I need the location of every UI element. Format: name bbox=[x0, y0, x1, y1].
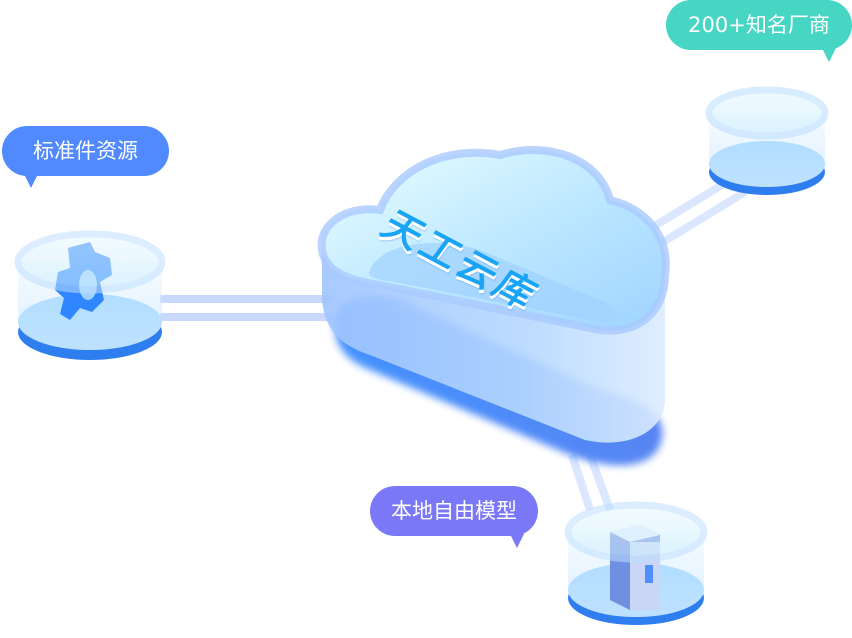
database-cylinder-icon bbox=[705, 86, 829, 195]
bubble-tail bbox=[822, 48, 836, 62]
label-local: 本地自由模型 bbox=[391, 499, 517, 523]
label-vendors: 200+知名厂商 bbox=[688, 13, 830, 37]
cloud-icon bbox=[317, 146, 670, 466]
node-standard[interactable] bbox=[14, 230, 166, 360]
bubble-tail bbox=[510, 534, 524, 548]
bubble-tail bbox=[24, 174, 38, 188]
node-local[interactable] bbox=[564, 501, 708, 625]
cloud-hub[interactable] bbox=[317, 146, 670, 466]
label-bubble-standard: 标准件资源 bbox=[2, 126, 169, 188]
label-standard: 标准件资源 bbox=[33, 139, 138, 163]
label-bubble-vendors: 200+知名厂商 bbox=[666, 0, 852, 62]
connector-standard bbox=[160, 295, 335, 321]
connector-local bbox=[568, 453, 614, 512]
label-bubble-local: 本地自由模型 bbox=[370, 486, 538, 548]
node-vendors[interactable] bbox=[705, 86, 829, 195]
